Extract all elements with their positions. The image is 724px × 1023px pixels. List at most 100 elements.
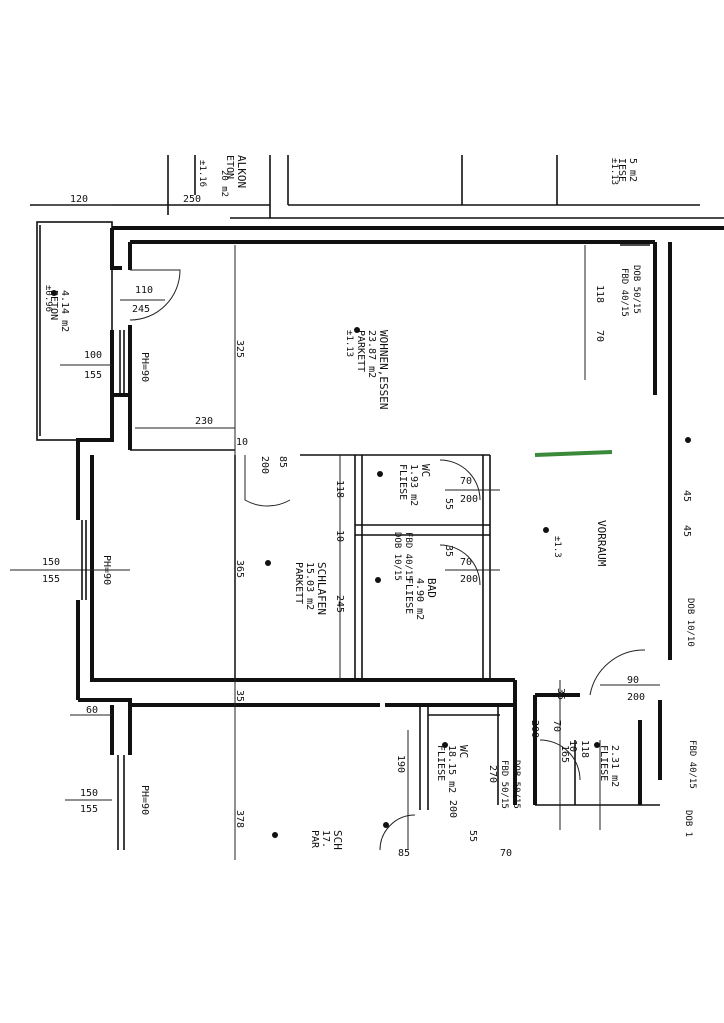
dim-label: 155 — [42, 574, 60, 585]
dim-label: 110 — [135, 285, 153, 296]
room-floor: FLIESE — [435, 745, 446, 781]
left-balcony — [36, 221, 113, 441]
room-floor: FLIESE — [397, 464, 408, 500]
annotation: FBD 40/15 — [687, 740, 697, 789]
room-wc2: WC 18.15 m2 FLIESE — [435, 745, 470, 793]
room-wc: WC 1.93 m2 FLIESE — [397, 464, 432, 506]
interior-walls — [130, 449, 660, 810]
room-balkon-left: 4.14 m2 BETON — [48, 290, 70, 332]
room-name: SCH — [331, 830, 344, 850]
room-name: WOHNEN,ESSEN — [377, 330, 390, 409]
balkon-top-level: ±1.16 — [197, 160, 207, 187]
room-area: 2.31 m2 — [609, 745, 620, 787]
dim-label: 230 — [195, 416, 213, 427]
dimension-lines — [10, 204, 660, 860]
room-name: WC — [419, 464, 432, 477]
room-floor: ETON — [224, 155, 235, 179]
dim-label: 200 — [627, 692, 645, 703]
dim-label: PH=90 — [139, 352, 150, 382]
room-area: 1.93 m2 — [408, 464, 419, 506]
vertical-dims: 325 PH=90 200 85 118 10 365 245 PH=90 35… — [101, 285, 692, 842]
dim-label: 10 — [334, 530, 345, 542]
annotation: DOB 10/10 — [685, 598, 695, 647]
room-small-right: 2.31 m2 FLIESE — [598, 745, 620, 787]
annotation: DOB 1 — [683, 810, 693, 837]
dim-label: 45 — [681, 490, 692, 502]
annotation: FBD 50/15 — [499, 760, 509, 809]
dim-label: 118 — [579, 740, 590, 758]
room-name: SCHLAFEN — [315, 562, 328, 615]
balkon-left-level: ±0.96 — [43, 285, 53, 312]
wall-annotations: DOB 50/15 FBD 40/15 DOB 10/15 FBD 40/15 … — [392, 265, 697, 837]
dim-label: 155 — [80, 804, 98, 815]
main-walls — [76, 228, 672, 805]
room-name: ALKON — [235, 155, 248, 188]
room-name: VORRAUM — [595, 520, 608, 567]
dim-label: 10 — [236, 437, 248, 448]
room-level: ±1.13 — [609, 158, 619, 185]
green-mark — [534, 450, 613, 457]
room-vorraum: VORRAUM — [595, 520, 608, 567]
room-floor: BETON — [48, 290, 59, 320]
room-name: BAD — [425, 578, 438, 598]
room-area: 4.14 m2 — [59, 290, 70, 332]
dim-label: 200 — [460, 574, 478, 585]
room-area: 23.87 m2 — [366, 330, 377, 378]
dim-label: 250 — [183, 194, 201, 205]
dim-label: 378 — [234, 810, 245, 828]
dim-label: 200 — [259, 456, 270, 474]
dim-label: 70 — [500, 848, 512, 859]
room-area: 4.90 m2 — [414, 578, 425, 620]
level-markers — [51, 290, 691, 838]
room-wohnen: WOHNEN,ESSEN 23.87 m2 PARKETT ±1.13 — [344, 330, 390, 409]
room-level: ±0.96 — [43, 285, 53, 312]
room-top-right: 5 m2 IESE — [616, 158, 638, 182]
dim-label: 365 — [234, 560, 245, 578]
door-swings — [129, 269, 646, 851]
dim-label: 270 — [487, 765, 498, 783]
dim-label: 150 — [80, 788, 98, 799]
dim-label: 35 — [555, 688, 566, 700]
top-right-level: ±1.13 — [609, 158, 619, 185]
room-floor: PARKETT — [355, 330, 366, 372]
annotation: DOB 50/15 — [631, 265, 641, 314]
dim-label: 45 — [681, 525, 692, 537]
room-floor: FLIESE — [598, 745, 609, 781]
dim-label: 70 — [460, 476, 472, 487]
dim-label: 100 — [84, 350, 102, 361]
balkon-top-meta: 20 m2 — [219, 170, 229, 197]
horizontal-dims: 120 250 110 245 100 155 230 10 150 155 6… — [42, 194, 645, 859]
dim-label: 85 — [277, 456, 288, 468]
room-bad: BAD 4.90 m2 FLIESE — [403, 578, 438, 620]
dim-label: 200 — [529, 720, 540, 738]
room-area: 18.15 m2 — [446, 745, 457, 793]
dim-label: PH=90 — [101, 555, 112, 585]
room-schlafen: SCHLAFEN 15.03 m2 PARKETT — [293, 562, 328, 615]
dim-label: 35 — [234, 690, 245, 702]
dim-label: 85 — [398, 848, 410, 859]
room-area: 5 m2 — [627, 158, 638, 182]
room-bottom: SCH 17. PAR — [309, 830, 344, 850]
dim-label: 55 — [467, 830, 478, 842]
room-level: ±1.3 — [552, 536, 562, 558]
dim-label: 118 — [594, 285, 605, 303]
room-area: 20 m2 — [219, 170, 229, 197]
upper-walls — [30, 155, 724, 230]
annotation: FBD 40/15 — [403, 532, 413, 581]
dim-label: 60 — [86, 705, 98, 716]
dim-label: 190 — [395, 755, 406, 773]
room-level: ±1.13 — [344, 330, 354, 357]
dim-label: 35 — [443, 545, 454, 557]
windows — [81, 244, 650, 850]
dim-label: 120 — [70, 194, 88, 205]
dim-label: 70 — [594, 330, 605, 342]
annotation: DOB 10/15 — [392, 532, 402, 581]
vorraum-level: ±1.3 — [552, 536, 562, 558]
room-balkon-top: ALKON ETON — [224, 155, 248, 188]
room-floor: PARKETT — [293, 562, 304, 604]
annotation: DOB 50/15 — [511, 760, 521, 809]
dim-label: 245 — [334, 595, 345, 613]
room-floor: PAR — [309, 830, 320, 849]
room-area: 17. — [320, 830, 331, 848]
